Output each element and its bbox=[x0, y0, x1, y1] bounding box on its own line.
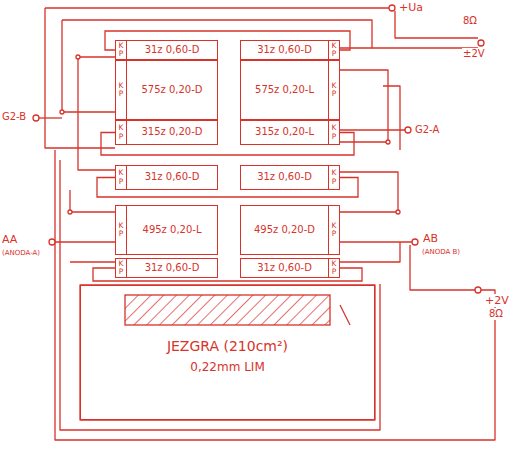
terminal-letter: P bbox=[332, 268, 337, 277]
terminal-label: G2-A bbox=[414, 124, 440, 136]
terminal-tab: KP bbox=[116, 166, 127, 189]
terminal-tab: KP bbox=[116, 206, 127, 254]
terminal-label: AB bbox=[422, 232, 439, 245]
winding-box: KP 31z 0,60-D bbox=[115, 165, 218, 190]
winding-spec: 31z 0,60-D bbox=[257, 44, 312, 56]
terminal-tab: KP bbox=[116, 61, 127, 119]
winding-box: KP 575z 0,20-L bbox=[240, 60, 340, 120]
terminal-letter: P bbox=[119, 50, 124, 59]
terminal-letter: P bbox=[119, 90, 124, 99]
terminal-label: +2V bbox=[484, 294, 510, 307]
terminal-letter: K bbox=[332, 82, 337, 91]
core-spec: 0,22mm LIM bbox=[81, 360, 374, 374]
winding-box: KP 575z 0,20-D bbox=[115, 60, 218, 120]
winding-spec: 31z 0,60-D bbox=[145, 262, 200, 274]
winding-box: KP 495z 0,20-L bbox=[115, 205, 218, 255]
winding-spec: 315z 0,20-L bbox=[255, 126, 314, 138]
terminal-label: 8Ω bbox=[462, 15, 478, 27]
terminal-letter: K bbox=[332, 169, 337, 178]
series-wire bbox=[93, 268, 362, 281]
winding-spec: 31z 0,60-D bbox=[257, 262, 312, 274]
winding-spec: 575z 0,20-L bbox=[255, 84, 314, 96]
terminal-tab: KP bbox=[328, 166, 339, 189]
terminal-letter: P bbox=[119, 178, 124, 187]
terminal-letter: K bbox=[119, 82, 124, 91]
terminal-label: G2-B bbox=[1, 111, 27, 123]
core-title: JEZGRA (210cm²) bbox=[81, 338, 374, 354]
series-wire bbox=[97, 178, 358, 198]
winding-box: KP 315z 0,20-D bbox=[115, 120, 218, 145]
terminal-letter: K bbox=[332, 42, 337, 51]
terminal-letter: P bbox=[332, 90, 337, 99]
terminal-label: AA bbox=[1, 233, 18, 246]
winding-box: KP 31z 0,60-D bbox=[115, 258, 218, 278]
terminal-label: 8Ω bbox=[488, 308, 504, 320]
terminal-label: (ANODA-A) bbox=[1, 249, 41, 258]
terminal-letter: K bbox=[119, 42, 124, 51]
winding-spec: 315z 0,20-D bbox=[141, 126, 202, 138]
winding-spec: 495z 0,20-L bbox=[143, 224, 202, 236]
terminal-tab: KP bbox=[328, 206, 339, 254]
winding-box: KP 31z 0,60-D bbox=[240, 258, 340, 278]
series-wire bbox=[101, 133, 354, 156]
terminal-letter: K bbox=[119, 124, 124, 133]
terminal-letter: K bbox=[332, 222, 337, 231]
winding-box: KP 31z 0,60-D bbox=[240, 165, 340, 190]
terminal-label: +Ua bbox=[398, 1, 424, 14]
terminal-letter: P bbox=[332, 133, 337, 142]
terminal-letter: P bbox=[332, 178, 337, 187]
core-box: JEZGRA (210cm²) 0,22mm LIM bbox=[80, 285, 375, 420]
terminal-letter: P bbox=[332, 50, 337, 59]
winding-box: KP 31z 0,60-D bbox=[115, 40, 218, 60]
terminal-tab: KP bbox=[328, 61, 339, 119]
terminal-letter: P bbox=[119, 230, 124, 239]
winding-spec: 31z 0,60-D bbox=[257, 171, 312, 183]
winding-spec: 495z 0,20-D bbox=[254, 224, 315, 236]
winding-box: KP 31z 0,60-D bbox=[240, 40, 340, 60]
winding-spec: 31z 0,60-D bbox=[145, 171, 200, 183]
terminal-label: ±2V bbox=[462, 48, 486, 60]
terminal-tab: KP bbox=[116, 121, 127, 144]
terminal-tab: KP bbox=[116, 41, 127, 59]
terminal-letter: K bbox=[332, 124, 337, 133]
terminal-letter: K bbox=[119, 169, 124, 178]
terminal-letter: P bbox=[119, 133, 124, 142]
winding-spec: 31z 0,60-D bbox=[145, 44, 200, 56]
terminal-letter: K bbox=[119, 260, 124, 269]
terminal-letter: P bbox=[332, 230, 337, 239]
terminal-tab: KP bbox=[116, 259, 127, 277]
terminal-label: (ANODA B) bbox=[421, 248, 461, 257]
winding-spec: 575z 0,20-D bbox=[141, 84, 202, 96]
terminal-letter: K bbox=[332, 260, 337, 269]
terminal-tab: KP bbox=[328, 121, 339, 144]
terminal-letter: K bbox=[119, 222, 124, 231]
terminal-tab: KP bbox=[328, 41, 339, 59]
winding-box: KP 495z 0,20-D bbox=[240, 205, 340, 255]
winding-box: KP 315z 0,20-L bbox=[240, 120, 340, 145]
terminal-letter: P bbox=[119, 268, 124, 277]
terminal-tab: KP bbox=[328, 259, 339, 277]
